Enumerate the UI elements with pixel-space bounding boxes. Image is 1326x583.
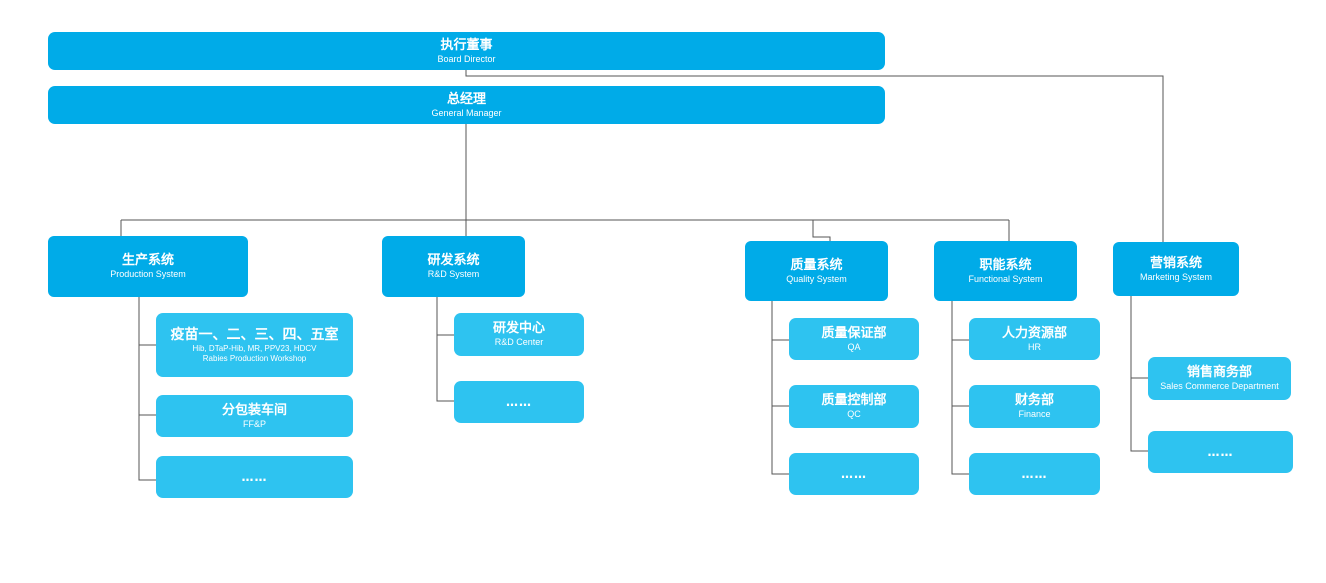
functional-system-en: Functional System <box>968 273 1043 284</box>
connector-quality-children <box>771 301 789 475</box>
hr-en: HR <box>1028 341 1041 352</box>
quality-system-en: Quality System <box>786 273 847 284</box>
finance-en: Finance <box>1018 409 1051 419</box>
vaccine-rooms-zh: 疫苗一、二、三、四、五室 <box>170 327 339 343</box>
rd-system-en: R&D System <box>427 269 480 279</box>
general-manager-zh: 总经理 <box>446 91 486 107</box>
marketing-more-box: …… <box>1148 431 1293 473</box>
marketing-more-dots: …… <box>1207 445 1234 459</box>
marketing-system-en: Marketing System <box>1139 271 1213 282</box>
production-system-en: Production System <box>110 269 186 279</box>
qc-zh: 质量控制部 <box>821 393 887 408</box>
ffp-workshop-zh: 分包装车间 <box>221 402 287 418</box>
functional-more-dots: …… <box>1021 467 1048 481</box>
rd-more-box: …… <box>454 381 584 423</box>
sales-commerce-box: 销售商务部 Sales Commerce Department <box>1148 357 1291 400</box>
qa-box: 质量保证部 QA <box>789 318 919 360</box>
quality-system-zh: 质量系统 <box>790 257 843 273</box>
qa-zh: 质量保证部 <box>821 325 887 341</box>
ffp-workshop-box: 分包装车间 FF&P <box>156 395 353 437</box>
production-more-dots: …… <box>241 470 268 484</box>
qa-en: QA <box>847 341 861 352</box>
board-director-zh: 执行董事 <box>440 37 493 53</box>
rd-more-dots: …… <box>506 395 532 409</box>
connector-functional-children <box>951 301 969 475</box>
rd-system-zh: 研发系统 <box>427 253 480 268</box>
finance-zh: 财务部 <box>1014 393 1054 408</box>
functional-system-zh: 职能系统 <box>979 257 1032 273</box>
connector-marketing-children <box>1130 296 1148 452</box>
rd-system-box: 研发系统 R&D System <box>382 236 525 297</box>
functional-system-box: 职能系统 Functional System <box>934 241 1077 301</box>
connector-rd-children <box>436 297 454 402</box>
functional-more-box: …… <box>969 453 1100 495</box>
general-manager-box: 总经理 General Manager <box>48 86 885 124</box>
production-system-box: 生产系统 Production System <box>48 236 248 297</box>
vaccine-rooms-en-1: Hib, DTaP-Hib, MR, PPV23, HDCV <box>192 344 317 353</box>
ffp-workshop-en: FF&P <box>242 418 266 429</box>
production-more-box: …… <box>156 456 353 498</box>
qc-box: 质量控制部 QC <box>789 385 919 428</box>
vaccine-rooms-en-2: Rabies Production Workshop <box>202 354 307 363</box>
board-director-en: Board Director <box>437 53 496 64</box>
production-system-zh: 生产系统 <box>121 253 174 268</box>
quality-more-box: …… <box>789 453 919 495</box>
connector-bus-quality <box>812 220 831 241</box>
marketing-system-box: 营销系统 Marketing System <box>1113 242 1239 296</box>
rd-center-box: 研发中心 R&D Center <box>454 313 584 356</box>
finance-box: 财务部 Finance <box>969 385 1100 428</box>
hr-box: 人力资源部 HR <box>969 318 1100 360</box>
marketing-system-zh: 营销系统 <box>1149 255 1202 271</box>
rd-center-zh: 研发中心 <box>492 321 545 336</box>
connector-production-children <box>138 297 156 481</box>
quality-more-dots: …… <box>841 467 867 481</box>
board-director-box: 执行董事 Board Director <box>48 32 885 70</box>
vaccine-rooms-box: 疫苗一、二、三、四、五室 Hib, DTaP-Hib, MR, PPV23, H… <box>156 313 353 377</box>
sales-commerce-zh: 销售商务部 <box>1186 365 1252 380</box>
qc-en: QC <box>847 409 861 419</box>
general-manager-en: General Manager <box>431 107 502 118</box>
connector-board-marketing <box>465 70 1164 242</box>
rd-center-en: R&D Center <box>494 337 544 347</box>
hr-zh: 人力资源部 <box>1001 325 1067 341</box>
quality-system-box: 质量系统 Quality System <box>745 241 888 301</box>
sales-commerce-en: Sales Commerce Department <box>1160 381 1279 391</box>
